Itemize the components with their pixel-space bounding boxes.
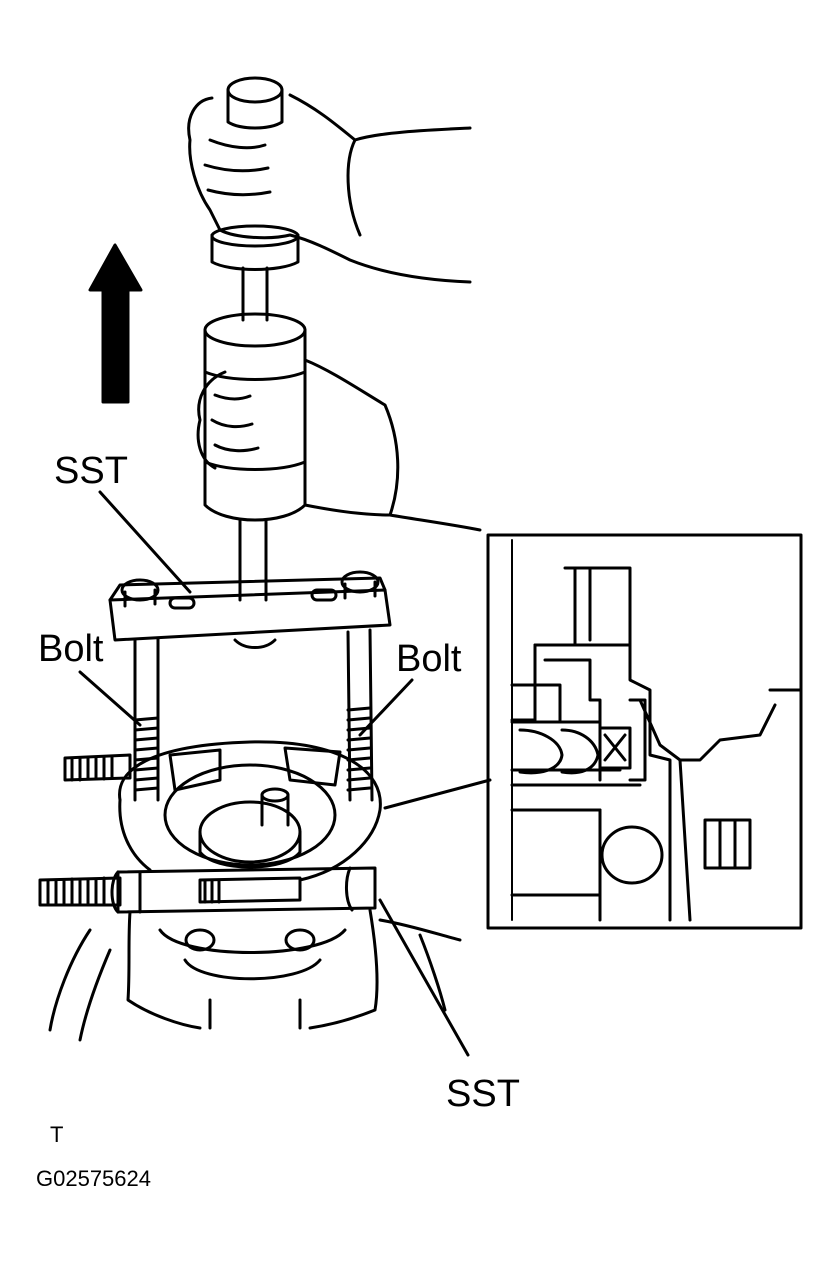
arrow-up-icon — [88, 243, 143, 404]
knuckle-housing — [48, 908, 462, 1042]
handle-cap — [226, 76, 284, 130]
detail-inset — [486, 533, 803, 930]
figure-code-label: G02575624 — [36, 1166, 151, 1191]
lower-clamp — [110, 866, 377, 914]
hub-studs — [38, 753, 132, 907]
leader-lines — [78, 490, 492, 1057]
slide-hammer-weight — [203, 312, 307, 522]
right-bolt — [346, 628, 374, 802]
axle-hub — [118, 740, 382, 882]
sst-top-label: SST — [54, 450, 128, 492]
lower-hand — [196, 358, 482, 532]
bolt-right-label: Bolt — [396, 638, 462, 680]
bolt-left-label: Bolt — [38, 628, 104, 670]
sst-bottom-label: SST — [446, 1073, 520, 1115]
slide-hammer-shaft — [238, 266, 269, 602]
upper-hand — [187, 93, 472, 284]
left-bolt — [133, 636, 160, 802]
handle-collar — [210, 224, 300, 271]
corner-mark-label: T — [50, 1122, 64, 1147]
puller-plate — [108, 570, 392, 649]
